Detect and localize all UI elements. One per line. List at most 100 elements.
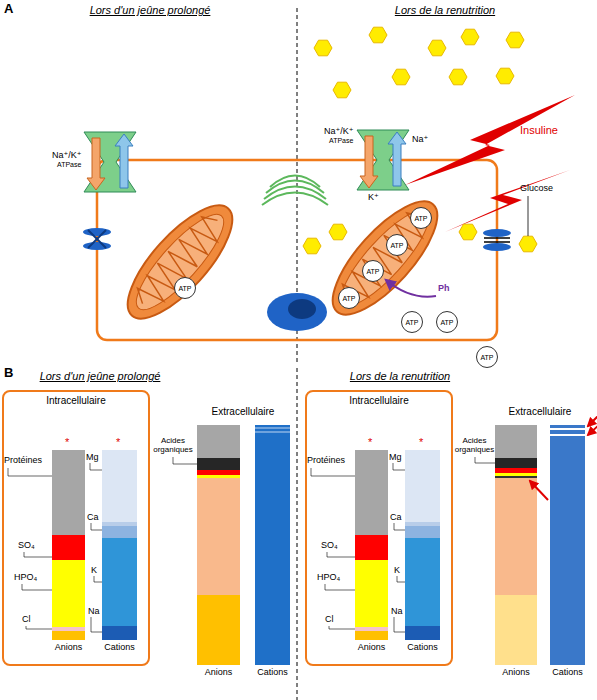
mitochondrion [336,206,435,311]
atp-label: ATP [342,295,355,302]
mitochondrion [131,210,230,315]
cation-bar-segments [405,450,440,640]
cation-bar-segments [255,431,290,433]
mitochondrion [125,204,235,320]
glucose-molecule [303,27,537,254]
pump-label: ATPase [329,137,353,145]
glucose-transporter-closed [88,230,106,248]
anion-bar-segments [197,425,240,665]
ion-label: K⁺ [368,192,379,202]
glucose-transporter-open [483,243,511,251]
ion-label: Na⁺ [412,134,428,144]
cation-bar-segments [405,526,440,538]
change-arrow [530,481,548,500]
anion-bar-segments [52,560,85,627]
leader-line [22,584,52,590]
anion-bar-segments [495,478,537,595]
anion-bar-segments [52,450,85,640]
glucose-molecule [496,68,514,84]
panel-divider [297,8,298,700]
anion-bar-segments [197,458,240,470]
segment-label: K [91,565,97,575]
glucose-molecule [449,69,467,85]
atp-circle: ATP [386,234,408,256]
change-arrow [588,414,597,426]
compartment-heading: Intracellulaire [4,395,148,406]
anion-bar-segments [52,450,85,535]
golgi-apparatus [270,176,320,188]
asterisk-mark: * [116,436,120,449]
atp-label: ATP [390,242,403,249]
segment-label: Protéines [4,455,42,465]
insulin-bolt [405,95,575,185]
sodium-potassium-pump [84,132,136,192]
glucose-molecule [303,238,321,254]
leader-line [311,468,355,476]
molecule-label: Glucose [520,183,553,193]
cation-bar-segments [405,538,440,626]
anion-bar-segments [355,450,388,640]
insulin-bolt [445,170,570,232]
compartment-box: IntracellulaireAnionsCations [2,390,150,666]
leader-line [91,523,102,530]
atp-label: ATP [440,319,453,326]
anion-bar-segments [197,425,240,458]
sodium-potassium-pump [115,134,133,188]
compartment-heading: Intracellulaire [307,395,451,406]
bar-heading: Cations [552,667,583,677]
mitochondrion [317,186,453,329]
panel-title: Lors d'un jeûne prolongé [40,370,161,383]
glucose-molecule [506,32,524,48]
segment-label: Cl [325,614,334,624]
cation-bar-segments [102,450,137,640]
panel-letter: A [4,2,13,17]
nucleus [267,293,327,331]
glucose-molecule [461,29,479,45]
anion-bar-segments [495,595,537,665]
phosphate-arrow [386,280,436,297]
panel-title: Lors de la renutrition [350,370,450,383]
asterisk-mark: * [368,436,372,449]
leader-line [397,576,405,582]
glucose-molecule [459,224,477,240]
leader-line [325,584,355,590]
leader-line [26,626,52,629]
leader-line [91,617,102,632]
ion-bar: Anions [197,425,240,665]
cation-bar-segments [255,425,290,665]
bar-heading: Anions [502,667,530,677]
cation-bar-segments [550,434,585,436]
sodium-potassium-pump [84,132,136,192]
segment-label: HPO₄ [14,572,37,582]
atp-circle: ATP [338,287,360,309]
compartment-box: IntracellulaireAnionsCations [305,390,453,666]
glucose-molecule [314,40,332,56]
atp-label: ATP [366,268,379,275]
glucose-molecule [329,224,347,240]
anion-bar-segments [355,560,388,627]
glucose-molecule [369,27,387,43]
leader-line [94,576,102,582]
ion-bar: Cations [405,450,440,640]
segment-label: Na [391,606,403,616]
segment-label: SO₄ [321,540,338,550]
ion-bar: Cations [255,425,290,665]
segment-label: Ca [390,512,402,522]
segment-label: Protéines [307,455,345,465]
sodium-potassium-pump [357,130,409,190]
sodium-potassium-pump [357,130,409,190]
compartment-heading: Extracellulaire [509,406,572,418]
atp-circle: ATP [436,311,458,333]
insulin-bolt [405,95,575,232]
glucose-transporter-closed [83,242,111,250]
nucleus [267,293,327,331]
cation-bar-segments [405,522,440,526]
leader-line [394,617,405,632]
segment-label: SO₄ [18,540,35,550]
segment-label: K [394,565,400,575]
leader-line [173,457,197,464]
ion-bar: Anions [52,450,85,640]
glucose-molecule [333,82,351,98]
